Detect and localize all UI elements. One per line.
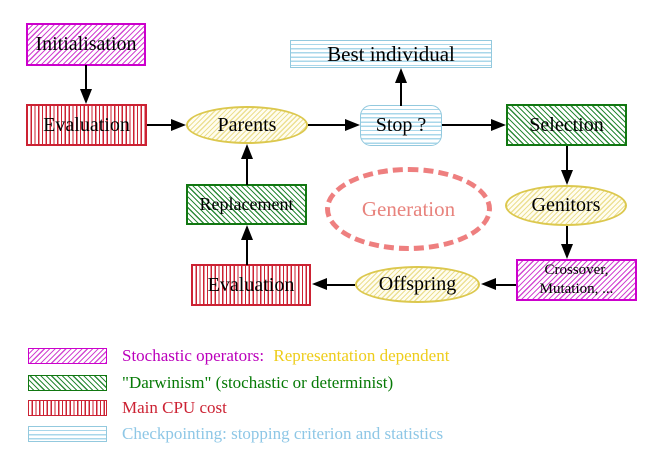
crossover-line1: Crossover, xyxy=(544,262,609,279)
crossover-line2: Mutation, ... xyxy=(539,281,614,297)
node-evaluation-top: Evaluation xyxy=(26,104,147,146)
node-selection: Selection xyxy=(506,104,627,146)
node-crossover-mutation: Crossover, Mutation, ... xyxy=(516,259,637,301)
legend-label-stochastic-operators: Stochastic operators: Representation dep… xyxy=(122,346,449,366)
node-parents: Parents xyxy=(186,106,308,144)
node-evaluation-bottom: Evaluation xyxy=(191,264,311,306)
legend-label-darwinism: "Darwinism" (stochastic or determinist) xyxy=(122,373,394,392)
legend-text-stochastic-operators: Stochastic operators: xyxy=(122,346,265,365)
legend-label-checkpointing: Checkpointing: stopping criterion and st… xyxy=(122,424,444,443)
node-genitors: Genitors xyxy=(505,185,627,226)
node-stop: Stop ? xyxy=(360,105,442,146)
legend-label-main-cpu-cost: Main CPU cost xyxy=(122,398,227,417)
legend-text-representation-dependent: Representation dependent xyxy=(273,346,450,365)
node-offspring: Offspring xyxy=(355,266,480,303)
node-best-individual: Best individual xyxy=(290,40,492,68)
node-replacement: Replacement xyxy=(186,184,307,225)
legend-swatch-stochastic-operators xyxy=(28,348,107,364)
node-initialisation: Initialisation xyxy=(26,23,146,66)
legend-swatch-main-cpu-cost xyxy=(28,400,107,416)
legend-swatch-darwinism xyxy=(28,375,107,391)
legend-swatch-checkpointing xyxy=(28,426,107,442)
node-generation: Generation xyxy=(325,167,492,251)
